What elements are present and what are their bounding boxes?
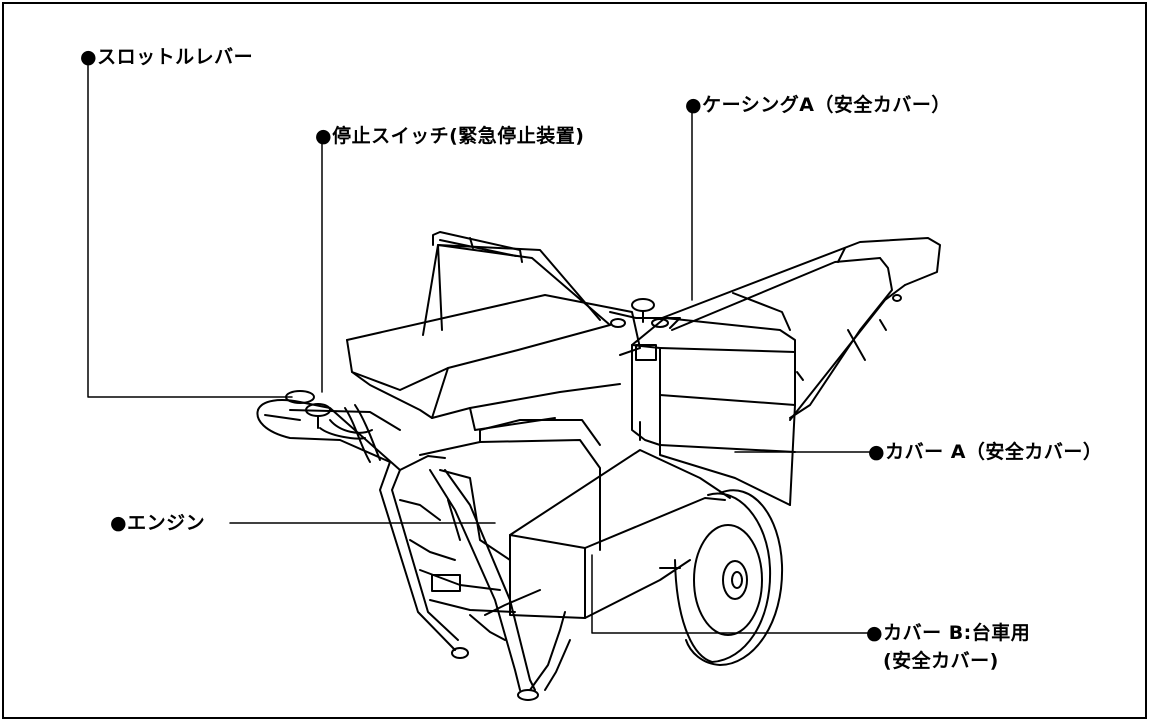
wheel — [674, 489, 784, 666]
leader-throttle-lever — [87, 64, 293, 398]
label-casing-a: ●ケーシングA（安全カバー） — [685, 94, 951, 116]
discharge-chute — [661, 237, 941, 421]
label-cover-b-line2: (安全カバー) — [883, 650, 999, 672]
label-cover-b-line1: ●カバー B:台車用 — [866, 622, 1031, 644]
label-engine: ●エンジン — [110, 512, 206, 534]
leader-lines — [87, 64, 874, 634]
engine-housing — [419, 317, 796, 619]
label-stop-switch: ●停止スイッチ(緊急停止装置) — [315, 125, 585, 147]
cart-frame — [256, 390, 571, 701]
leader-cover-b — [591, 554, 869, 634]
label-cover-a: ●カバー A（安全カバー） — [868, 441, 1103, 463]
feed-hopper — [346, 231, 681, 431]
label-throttle-lever: ●スロットルレバー — [80, 46, 254, 68]
